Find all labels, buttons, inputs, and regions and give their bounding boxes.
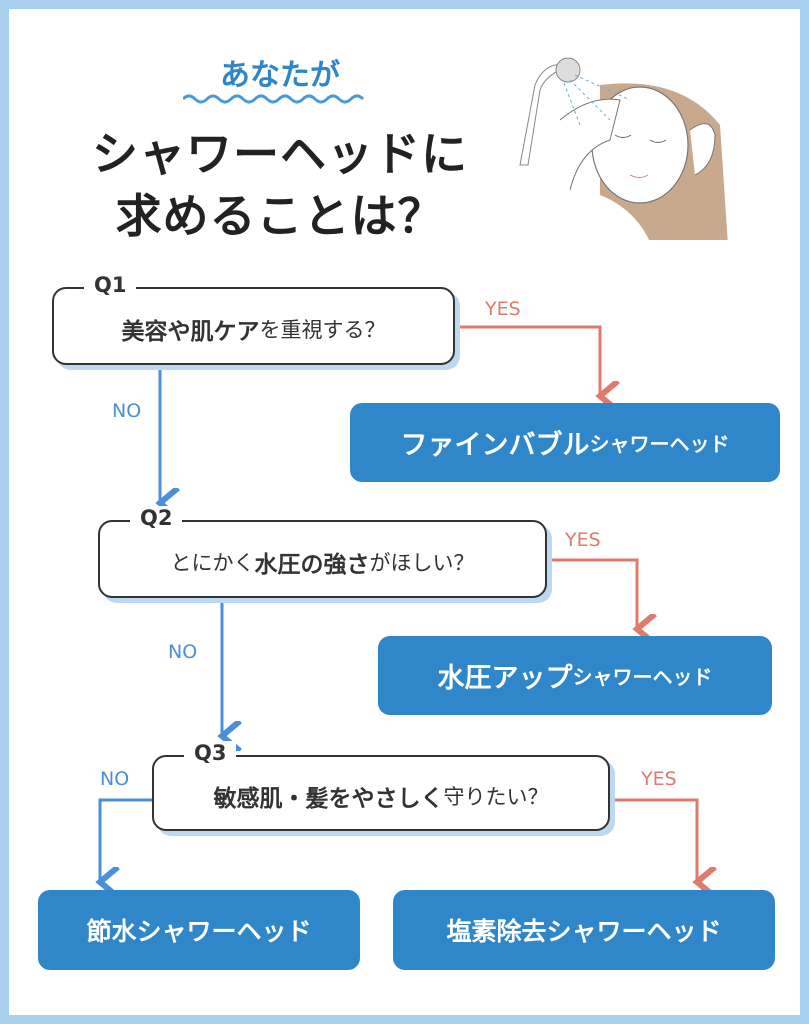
- question-2-rest: がほしい？: [369, 551, 475, 575]
- lead-text: あなたが: [220, 58, 340, 93]
- result-4-main: 塩素除去シャワーヘッド: [446, 917, 722, 946]
- question-3-box: Q3 敏感肌・髪をやさしく守りたい？: [152, 741, 610, 831]
- q3-yes-line: [610, 798, 697, 882]
- title-line-2-rest: は？: [350, 189, 445, 243]
- result-1-main: ファインバブル: [400, 430, 590, 461]
- q1-yes-label: YES: [485, 298, 521, 320]
- q2-yes-line: [547, 558, 637, 629]
- title-line-2-bold: 求めること: [115, 189, 351, 243]
- title-line-1: シャワーヘッドに: [92, 127, 468, 181]
- question-1-label: Q1: [84, 273, 137, 297]
- result-2-sub: シャワーヘッド: [572, 665, 713, 689]
- q2-no-label: NO: [168, 641, 198, 663]
- result-3-main: 節水シャワーヘッド: [86, 917, 312, 946]
- wavy-underline: [183, 94, 365, 104]
- shower-woman-illustration: [519, 57, 728, 240]
- question-1-bold: 美容や肌ケア: [121, 319, 260, 345]
- question-3-label: Q3: [184, 741, 237, 765]
- result-chlorine-removal-button[interactable]: 塩素除去シャワーヘッド: [393, 890, 775, 970]
- question-3-rest: 守りたい？: [443, 785, 549, 809]
- question-3-bold: 敏感肌・髪をやさしく: [213, 786, 444, 812]
- question-2-pre: とにかく: [170, 551, 255, 575]
- q1-no-label: NO: [112, 400, 142, 422]
- question-1-box: Q1 美容や肌ケアを重視する？: [52, 273, 455, 365]
- result-1-sub: シャワーヘッド: [589, 432, 730, 456]
- result-2-main: 水圧アップ: [437, 663, 573, 694]
- question-2-box: Q2 とにかく水圧の強さがほしい？: [98, 506, 547, 598]
- q3-yes-label: YES: [641, 768, 677, 790]
- result-water-saving-button[interactable]: 節水シャワーヘッド: [38, 890, 360, 970]
- q3-no-line: [100, 798, 152, 882]
- question-2-label: Q2: [130, 506, 183, 530]
- question-2-bold: 水圧の強さ: [254, 552, 370, 578]
- q2-yes-label: YES: [565, 529, 601, 551]
- result-pressure-up-button[interactable]: 水圧アップシャワーヘッド: [378, 636, 772, 715]
- q3-no-label: NO: [100, 768, 130, 790]
- q1-yes-line: [455, 325, 600, 396]
- result-fine-bubble-button[interactable]: ファインバブルシャワーヘッド: [350, 403, 780, 482]
- question-1-rest: を重視する？: [259, 318, 386, 342]
